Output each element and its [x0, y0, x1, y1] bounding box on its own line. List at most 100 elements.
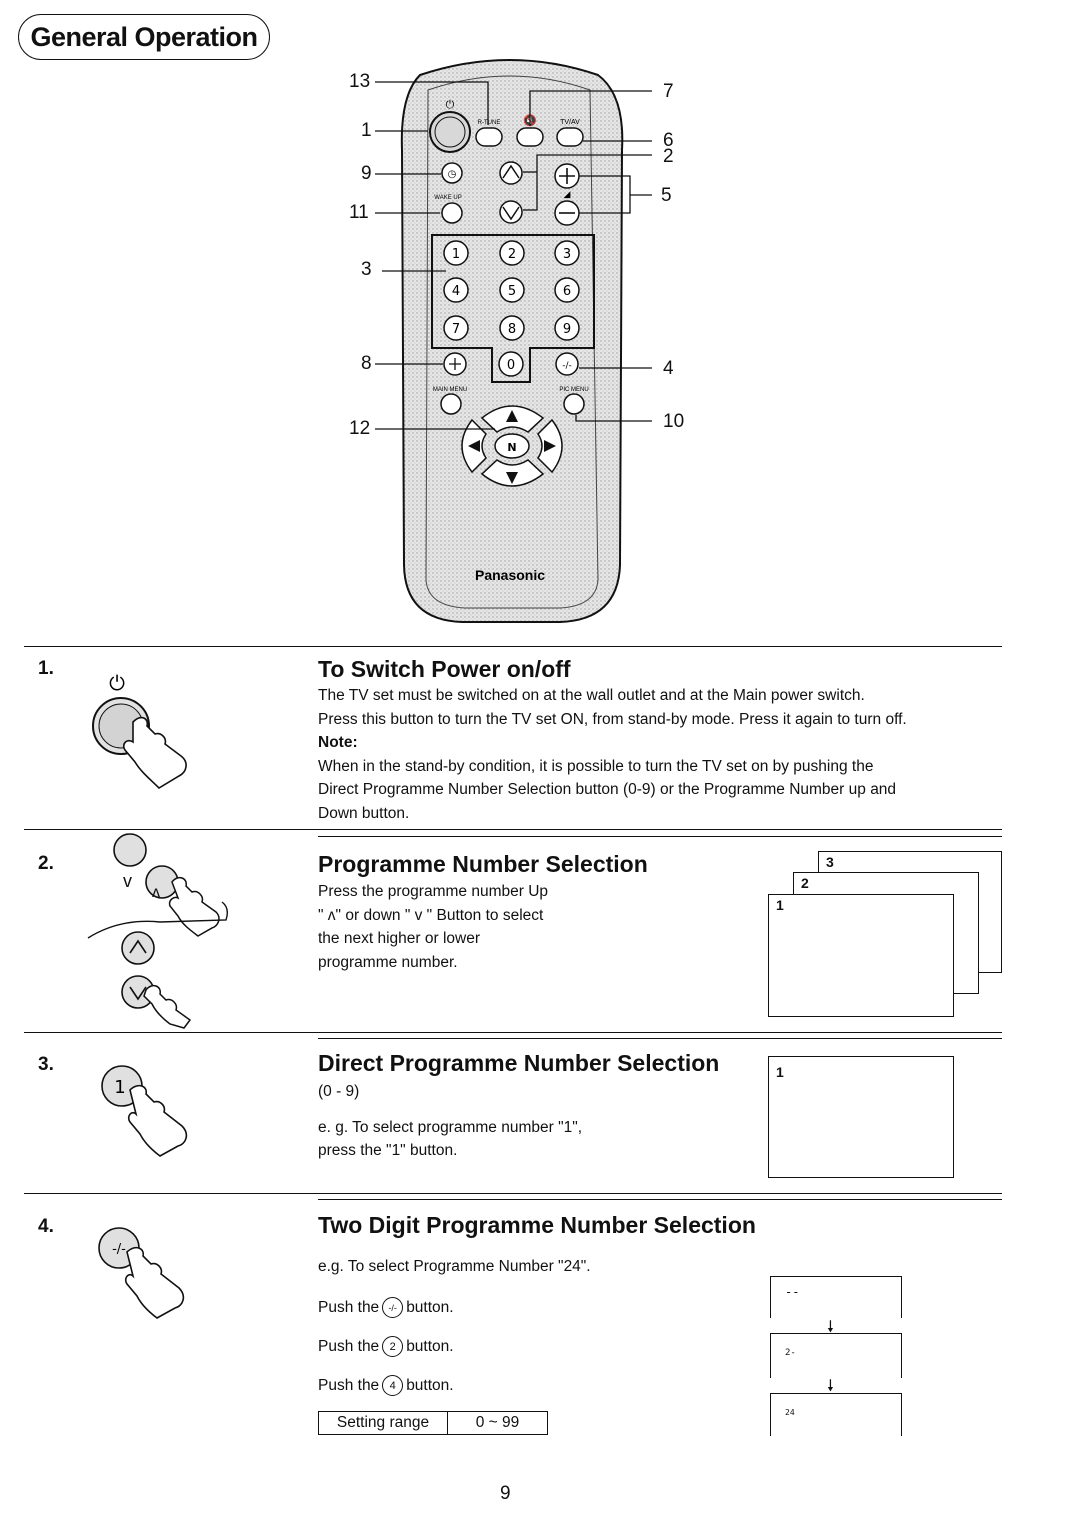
svg-text:-/-: -/-: [112, 1242, 126, 1257]
svg-text:9: 9: [563, 322, 571, 337]
section-heading: Two Digit Programme Number Selection: [318, 1212, 756, 1238]
callout-6: 6: [663, 130, 674, 151]
hand-icon: [124, 1246, 185, 1319]
step-row: Push the-/-button.: [318, 1296, 454, 1320]
svg-text:-/-: -/-: [562, 361, 572, 371]
num-6-button: [554, 277, 580, 303]
divider: [318, 1038, 1002, 1039]
programme-up-button: [121, 931, 155, 965]
svg-text:6: 6: [563, 284, 571, 299]
callout-4: 4: [663, 358, 674, 379]
callout-10: 10: [663, 411, 685, 432]
callout-2: 2: [663, 146, 674, 167]
power-button: [429, 111, 471, 153]
number-button-hand-illustration: 1: [101, 1065, 188, 1157]
remote-control-illustration: ⏻ R-TUNE 🔇 TV/AV ◷ WAKE UP ◢ 1 2 3 4 5 6…: [375, 59, 652, 623]
brand-logo: Panasonic: [475, 567, 545, 583]
section-heading: Programme Number Selection: [318, 851, 648, 877]
num-4-button: [443, 277, 469, 303]
power-button-hand-illustration: ⏻: [92, 671, 187, 790]
clock-icon: ◷: [448, 169, 457, 180]
section-body: The TV set must be switched on at the wa…: [318, 687, 907, 822]
svg-text:5: 5: [508, 284, 516, 299]
normal-button: [494, 433, 530, 459]
hand-icon: [143, 984, 192, 1029]
programme-buttons-hand-illustration: [87, 833, 229, 1029]
programme-up-button: [499, 161, 523, 185]
callout-8: 8: [361, 353, 372, 374]
section-number: 3.: [38, 1054, 54, 1075]
setting-range-value: 0 ~ 99: [475, 1414, 520, 1431]
callout-12: 12: [349, 418, 371, 439]
two-digit-button-hand-illustration: -/-: [98, 1227, 185, 1319]
svg-text:2: 2: [508, 247, 516, 262]
volume-icon: ◢: [564, 190, 571, 200]
num-1-button: [443, 240, 469, 266]
callout-11: 11: [349, 202, 369, 223]
wake-up-label: WAKE UP: [434, 195, 461, 201]
num-8-button: [499, 315, 525, 341]
callout-5: 5: [661, 185, 672, 206]
main-menu-label: MAIN MENU: [433, 387, 467, 393]
main-menu-button: [440, 393, 462, 415]
tv-screen-1: 1: [768, 894, 954, 1017]
num-9-button: [554, 315, 580, 341]
svg-text:4: 4: [452, 284, 460, 299]
pic-menu-button: [563, 393, 585, 415]
power-icon: ⏻: [109, 671, 125, 695]
divider: [24, 1193, 1002, 1194]
svg-text:8: 8: [508, 322, 516, 337]
programme-down-button: [499, 200, 523, 224]
num-0-button: [498, 351, 524, 377]
num-3-button: [554, 240, 580, 266]
svg-text:3: 3: [563, 247, 571, 262]
divider: [24, 829, 1002, 830]
note-label: Note:: [318, 734, 358, 751]
power-icon: ⏻: [446, 98, 455, 111]
svg-text:0: 0: [507, 358, 515, 373]
num-2-button-icon: 2: [382, 1336, 404, 1358]
section-number: 1.: [38, 658, 54, 679]
divider: [24, 1032, 1002, 1033]
section-number: 2.: [38, 853, 54, 874]
tvav-label: TV/AV: [560, 119, 580, 126]
osd-screen-1: --: [770, 1276, 902, 1318]
section-body: Press the programme number Up " ʌ" or do…: [318, 883, 549, 971]
setting-range-label: Setting range: [319, 1412, 448, 1434]
num-2-button: [499, 240, 525, 266]
section-body: (0 - 9) e. g. To select programme number…: [318, 1083, 583, 1159]
svg-text:1: 1: [452, 247, 460, 262]
two-digit-button-icon: -/-: [382, 1297, 404, 1319]
two-digit-button: [555, 352, 579, 376]
callout-9: 9: [361, 163, 372, 184]
section-number: 4.: [38, 1216, 54, 1237]
section-heading: To Switch Power on/off: [318, 656, 571, 682]
svg-text:7: 7: [452, 322, 460, 337]
hand-icon: [127, 1084, 188, 1157]
wake-up-button: [441, 202, 463, 224]
example-text: e.g. To select Programme Number "24".: [318, 1258, 591, 1275]
divider: [318, 1199, 1002, 1200]
pic-menu-label: PIC MENU: [559, 387, 588, 393]
num-7-button: [443, 315, 469, 341]
callout-7: 7: [663, 81, 674, 102]
page-title: General Operation: [18, 14, 270, 60]
hand-icon: [122, 716, 187, 790]
arrow-down-icon: 🠗: [827, 1319, 834, 1336]
rtune-label: R-TUNE: [478, 120, 501, 126]
callout-13: 13: [349, 71, 371, 92]
divider: [24, 646, 1002, 647]
down-label: v: [123, 871, 132, 891]
page-number: 9: [500, 1483, 511, 1504]
tvav-button: [556, 127, 584, 147]
callout-3: 3: [361, 259, 372, 280]
osd-screen-3: 24: [770, 1393, 902, 1436]
up-label: ʌ: [152, 884, 160, 901]
num-4-button-icon: 4: [382, 1375, 404, 1397]
setting-range-box: Setting range 0 ~ 99: [318, 1411, 548, 1435]
mute-button: [516, 127, 544, 147]
divider: [318, 836, 1002, 837]
callout-1: 1: [361, 120, 372, 141]
tv-screen: 1: [768, 1056, 954, 1178]
